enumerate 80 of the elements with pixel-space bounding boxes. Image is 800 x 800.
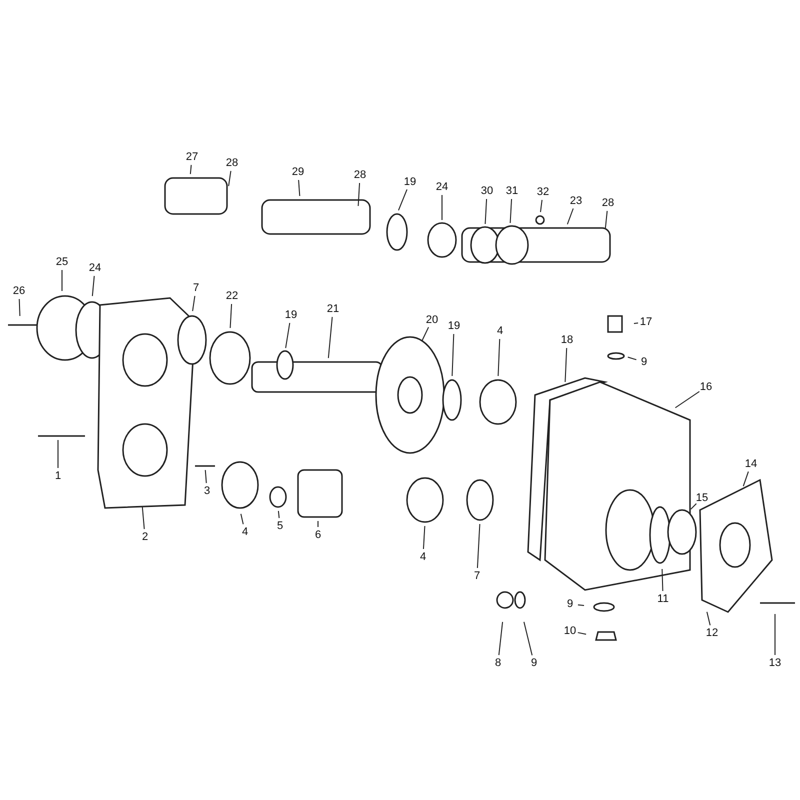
callout-number: 19 [404, 176, 416, 188]
leader-line [421, 326, 430, 342]
callout-number: 19 [448, 320, 460, 332]
leader-line [604, 210, 608, 229]
callout-number: 20 [426, 314, 438, 326]
leader-line [484, 198, 488, 224]
callout-number: 25 [56, 256, 68, 268]
callout-number: 14 [744, 458, 758, 470]
callout-number: 1 [54, 470, 62, 482]
leader-line [204, 469, 207, 484]
callout-number: 11 [657, 593, 669, 605]
callout-number: 4 [242, 526, 248, 538]
callout-number: 22 [226, 290, 238, 302]
callout-number: 29 [292, 166, 304, 178]
callout-number: 24 [436, 181, 448, 193]
leader-line [190, 164, 192, 175]
callout-number: 4 [420, 551, 426, 563]
leader-line [510, 198, 512, 224]
callout-number: 32 [536, 186, 550, 198]
callout-number: 9 [566, 598, 574, 610]
callout-number: 24 [88, 262, 102, 274]
leader-line [498, 621, 504, 656]
callout-number: 23 [570, 195, 582, 207]
leader-line [18, 298, 20, 316]
leader-line [566, 208, 574, 225]
leader-line [742, 471, 749, 487]
leader-line [564, 348, 568, 382]
leader-line [422, 526, 426, 550]
callout-number: 19 [284, 309, 298, 321]
leader-line [706, 611, 711, 626]
leader-line [298, 179, 300, 196]
leader-line [627, 356, 637, 360]
callout-number: 21 [326, 303, 340, 315]
callout-number: 7 [192, 282, 200, 294]
leader-line [577, 604, 585, 606]
callout-number: 27 [186, 151, 198, 163]
leader-line [662, 568, 664, 592]
callout-number: 28 [226, 157, 238, 169]
leader-line [398, 188, 408, 211]
callout-number: 26 [12, 285, 26, 297]
leader-line [328, 316, 333, 359]
leader-line [240, 513, 244, 525]
leader-line [228, 170, 232, 187]
leader-line [577, 632, 587, 635]
leader-line [230, 304, 232, 328]
leader-line [498, 338, 500, 376]
callout-number: 12 [706, 627, 718, 639]
leader-line [142, 506, 145, 530]
callout-number: 9 [640, 356, 648, 368]
leader-line [774, 614, 776, 656]
leader-line [633, 322, 639, 324]
callout-number: 15 [696, 492, 708, 504]
callout-number: 31 [506, 185, 518, 197]
callout-number: 3 [204, 485, 210, 497]
leader-line [285, 322, 290, 349]
callout-number: 5 [276, 520, 284, 532]
leader-line [452, 334, 454, 376]
leader-line [690, 503, 697, 510]
leader-line [540, 199, 542, 213]
callout-number: 30 [480, 185, 494, 197]
leader-line [476, 524, 480, 568]
callout-number: 13 [768, 657, 782, 669]
leader-line [92, 275, 95, 297]
callout-number: 28 [354, 169, 366, 181]
leader-line [192, 295, 196, 312]
leader-line [674, 390, 700, 408]
leader-line [278, 510, 280, 519]
callout-number: 8 [494, 657, 502, 669]
callout-number: 9 [530, 657, 538, 669]
callout-number: 16 [700, 381, 712, 393]
leader-line [523, 621, 533, 656]
callout-number: 17 [640, 316, 652, 328]
callout-number: 2 [142, 531, 148, 543]
callout-number: 7 [474, 570, 480, 582]
callout-number: 18 [560, 334, 574, 346]
callout-number: 6 [314, 529, 322, 541]
leader-line [358, 182, 360, 206]
callout-number: 4 [496, 325, 504, 337]
callout-number: 10 [564, 625, 576, 637]
callout-number: 28 [602, 197, 614, 209]
